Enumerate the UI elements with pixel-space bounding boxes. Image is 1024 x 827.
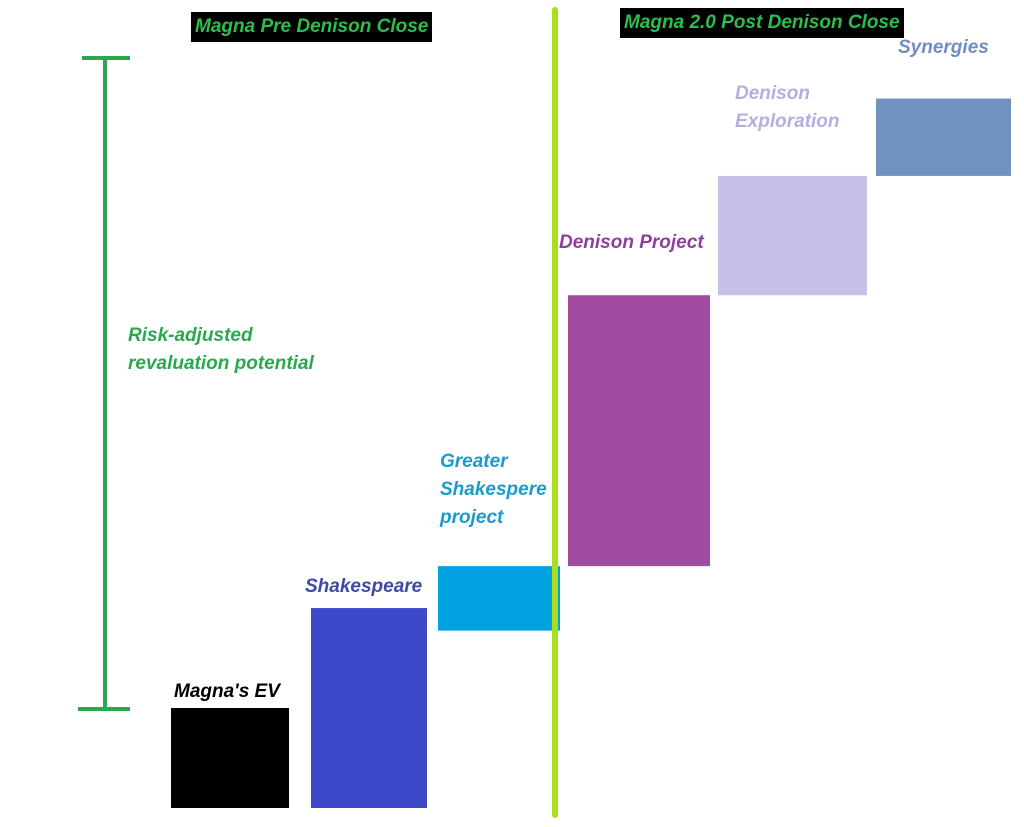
bar-label-greater-shakespere-project: Greater Shakespere project — [440, 451, 547, 528]
range-label: Risk-adjusted revaluation potential — [128, 325, 314, 374]
bar-label-magnas-ev: Magna's EV — [174, 681, 280, 702]
bar-denison-exploration — [718, 175, 867, 296]
header-pre-denison-close: Magna Pre Denison Close — [191, 12, 433, 42]
bar-label-synergies: Synergies — [898, 37, 989, 58]
bar-label-shakespeare: Shakespeare — [305, 576, 423, 597]
bar-shakespeare — [311, 608, 427, 808]
bar-label-denison-exploration: Denison Exploration — [735, 83, 840, 132]
header-post-denison-close: Magna 2.0 Post Denison Close — [620, 8, 904, 38]
bar-synergies — [876, 98, 1011, 176]
bar-magnas-ev — [171, 708, 289, 808]
bar-greater-shakespere-project — [438, 566, 560, 631]
bar-denison-project — [568, 295, 710, 567]
bar-label-denison-project: Denison Project — [559, 232, 704, 253]
